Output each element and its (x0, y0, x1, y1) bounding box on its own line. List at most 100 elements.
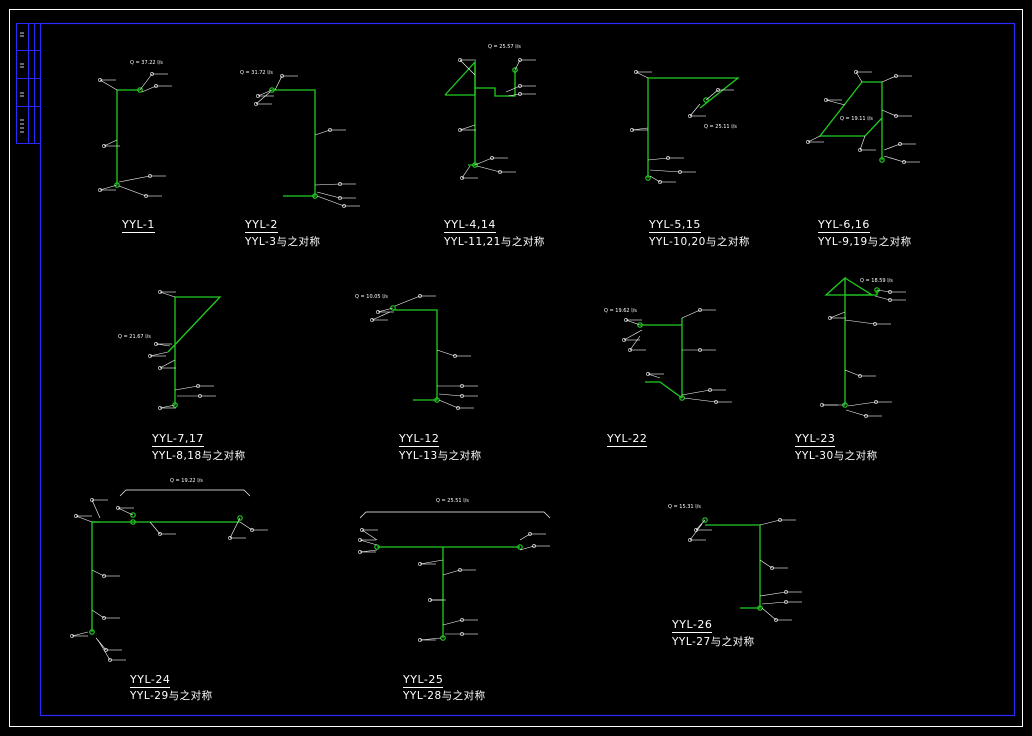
leader-line (149, 521, 161, 535)
diagram-sub-yyl-24: YYL-29与之对称 (130, 690, 213, 702)
flow-rate-text: Q = 15.31 l/s (668, 504, 701, 510)
leader-line (377, 307, 394, 313)
leader-line (71, 631, 89, 637)
pipe-yyl-23 (824, 276, 875, 405)
roof-drain-symbol (702, 517, 708, 523)
leader-line (883, 155, 905, 163)
roof-drain-symbol (637, 322, 643, 328)
roof-drain-symbol (172, 402, 178, 408)
leader-line (689, 103, 701, 117)
leader-line (876, 289, 891, 293)
flow-rate-text: Q = 19.62 l/s (604, 308, 637, 314)
roof-drain-symbol (130, 519, 136, 525)
leader-line (316, 191, 341, 199)
leader-line (95, 637, 107, 651)
diagram-label-yyl-23: YYL-23 (795, 432, 836, 447)
flow-rate-text: Q = 25.51 l/s (436, 498, 469, 504)
leader-line (761, 601, 787, 605)
roof-drain-symbol (517, 544, 523, 550)
leader-line (159, 291, 176, 298)
leader-line (155, 343, 171, 347)
leader-line (91, 569, 105, 577)
flow-rate-text: Q = 19.11 l/s (840, 116, 873, 122)
leader-line (239, 521, 253, 531)
leader-line (689, 523, 703, 541)
leader-line (623, 329, 643, 341)
leader-line (681, 309, 701, 319)
leader-line (759, 519, 781, 526)
pipe-yyl-4-tri (444, 60, 476, 96)
roof-drain-symbol (269, 87, 275, 93)
diagram-sub-yyl-12: YYL-13与之对称 (399, 450, 482, 462)
pipe-yyl-24 (91, 521, 240, 632)
leader-line (149, 351, 169, 357)
leader-line (316, 195, 345, 207)
pipe-yyl-22-branch (645, 381, 683, 399)
leader-line (476, 165, 501, 173)
leader-line (75, 515, 93, 523)
diagram-label-yyl-26: YYL-26 (672, 618, 713, 633)
roof-drain-symbol (137, 87, 143, 93)
leader-line (759, 591, 787, 597)
pipe-yyl-23-arm (845, 290, 878, 296)
leader-line (442, 619, 463, 626)
diagram-label-yyl-4: YYL-4,14 (444, 218, 496, 233)
leader-line (683, 397, 717, 403)
leader-line (519, 533, 531, 541)
roof-drain-symbol (390, 305, 396, 311)
leader-line (459, 59, 476, 76)
diagram-label-yyl-12: YYL-12 (399, 432, 440, 447)
diagram-sub-yyl-4: YYL-11,21与之对称 (444, 236, 545, 248)
leader-line (695, 519, 706, 531)
diagram-sub-yyl-5: YYL-10,20与之对称 (649, 236, 750, 248)
leader-line (459, 124, 476, 131)
leader-line (359, 539, 378, 546)
leader-line (859, 135, 866, 151)
leader-line (174, 385, 199, 391)
leader-line (394, 295, 421, 307)
span-bracket (119, 489, 251, 497)
leader-line (97, 639, 111, 661)
leader-line (635, 71, 649, 79)
leader-line (845, 409, 867, 417)
outer-frame (9, 9, 1023, 727)
leader-line (807, 135, 821, 143)
flow-rate-text: Q = 21.67 l/s (118, 334, 151, 340)
span-bracket (359, 511, 551, 519)
diagram-label-yyl-25: YYL-25 (403, 673, 444, 688)
pipe-yyl-12 (393, 309, 438, 401)
leader-line (436, 349, 456, 357)
leader-line (505, 85, 521, 93)
roof-drain-symbol (130, 512, 136, 518)
leader-line (844, 319, 876, 325)
leader-line (99, 79, 118, 91)
leader-line (91, 609, 105, 619)
leader-line (761, 607, 777, 621)
diagram-label-yyl-7: YYL-7,17 (152, 432, 204, 447)
diagram-label-yyl-22: YYL-22 (607, 432, 648, 447)
roof-drain-symbol (472, 162, 478, 168)
leader-line (274, 75, 283, 91)
leader-line (874, 295, 891, 301)
flow-rate-text: Q = 10.05 l/s (355, 294, 388, 300)
flow-rate-text: Q = 18.59 l/s (860, 278, 893, 284)
flow-rate-text: Q = 25.57 l/s (488, 44, 521, 50)
roof-drain-symbol (237, 515, 243, 521)
leader-line (442, 569, 461, 576)
pipe-yyl-1 (116, 89, 140, 185)
roof-drain-symbol (89, 629, 95, 635)
diagram-sub-yyl-7: YYL-8,18与之对称 (152, 450, 246, 462)
leader-line (438, 393, 463, 397)
leader-line (881, 75, 897, 83)
leader-line (118, 185, 147, 197)
leader-line (141, 85, 157, 93)
leader-line (629, 335, 641, 351)
leader-line (855, 71, 863, 83)
leader-line (681, 389, 711, 396)
leader-line (625, 319, 641, 326)
diagram-label-yyl-5: YYL-5,15 (649, 218, 701, 233)
flow-rate-text: Q = 25.11 l/s (704, 124, 737, 130)
roof-drain-symbol (114, 182, 120, 188)
leader-line (759, 559, 773, 569)
pipe-yyl-2 (272, 89, 316, 197)
